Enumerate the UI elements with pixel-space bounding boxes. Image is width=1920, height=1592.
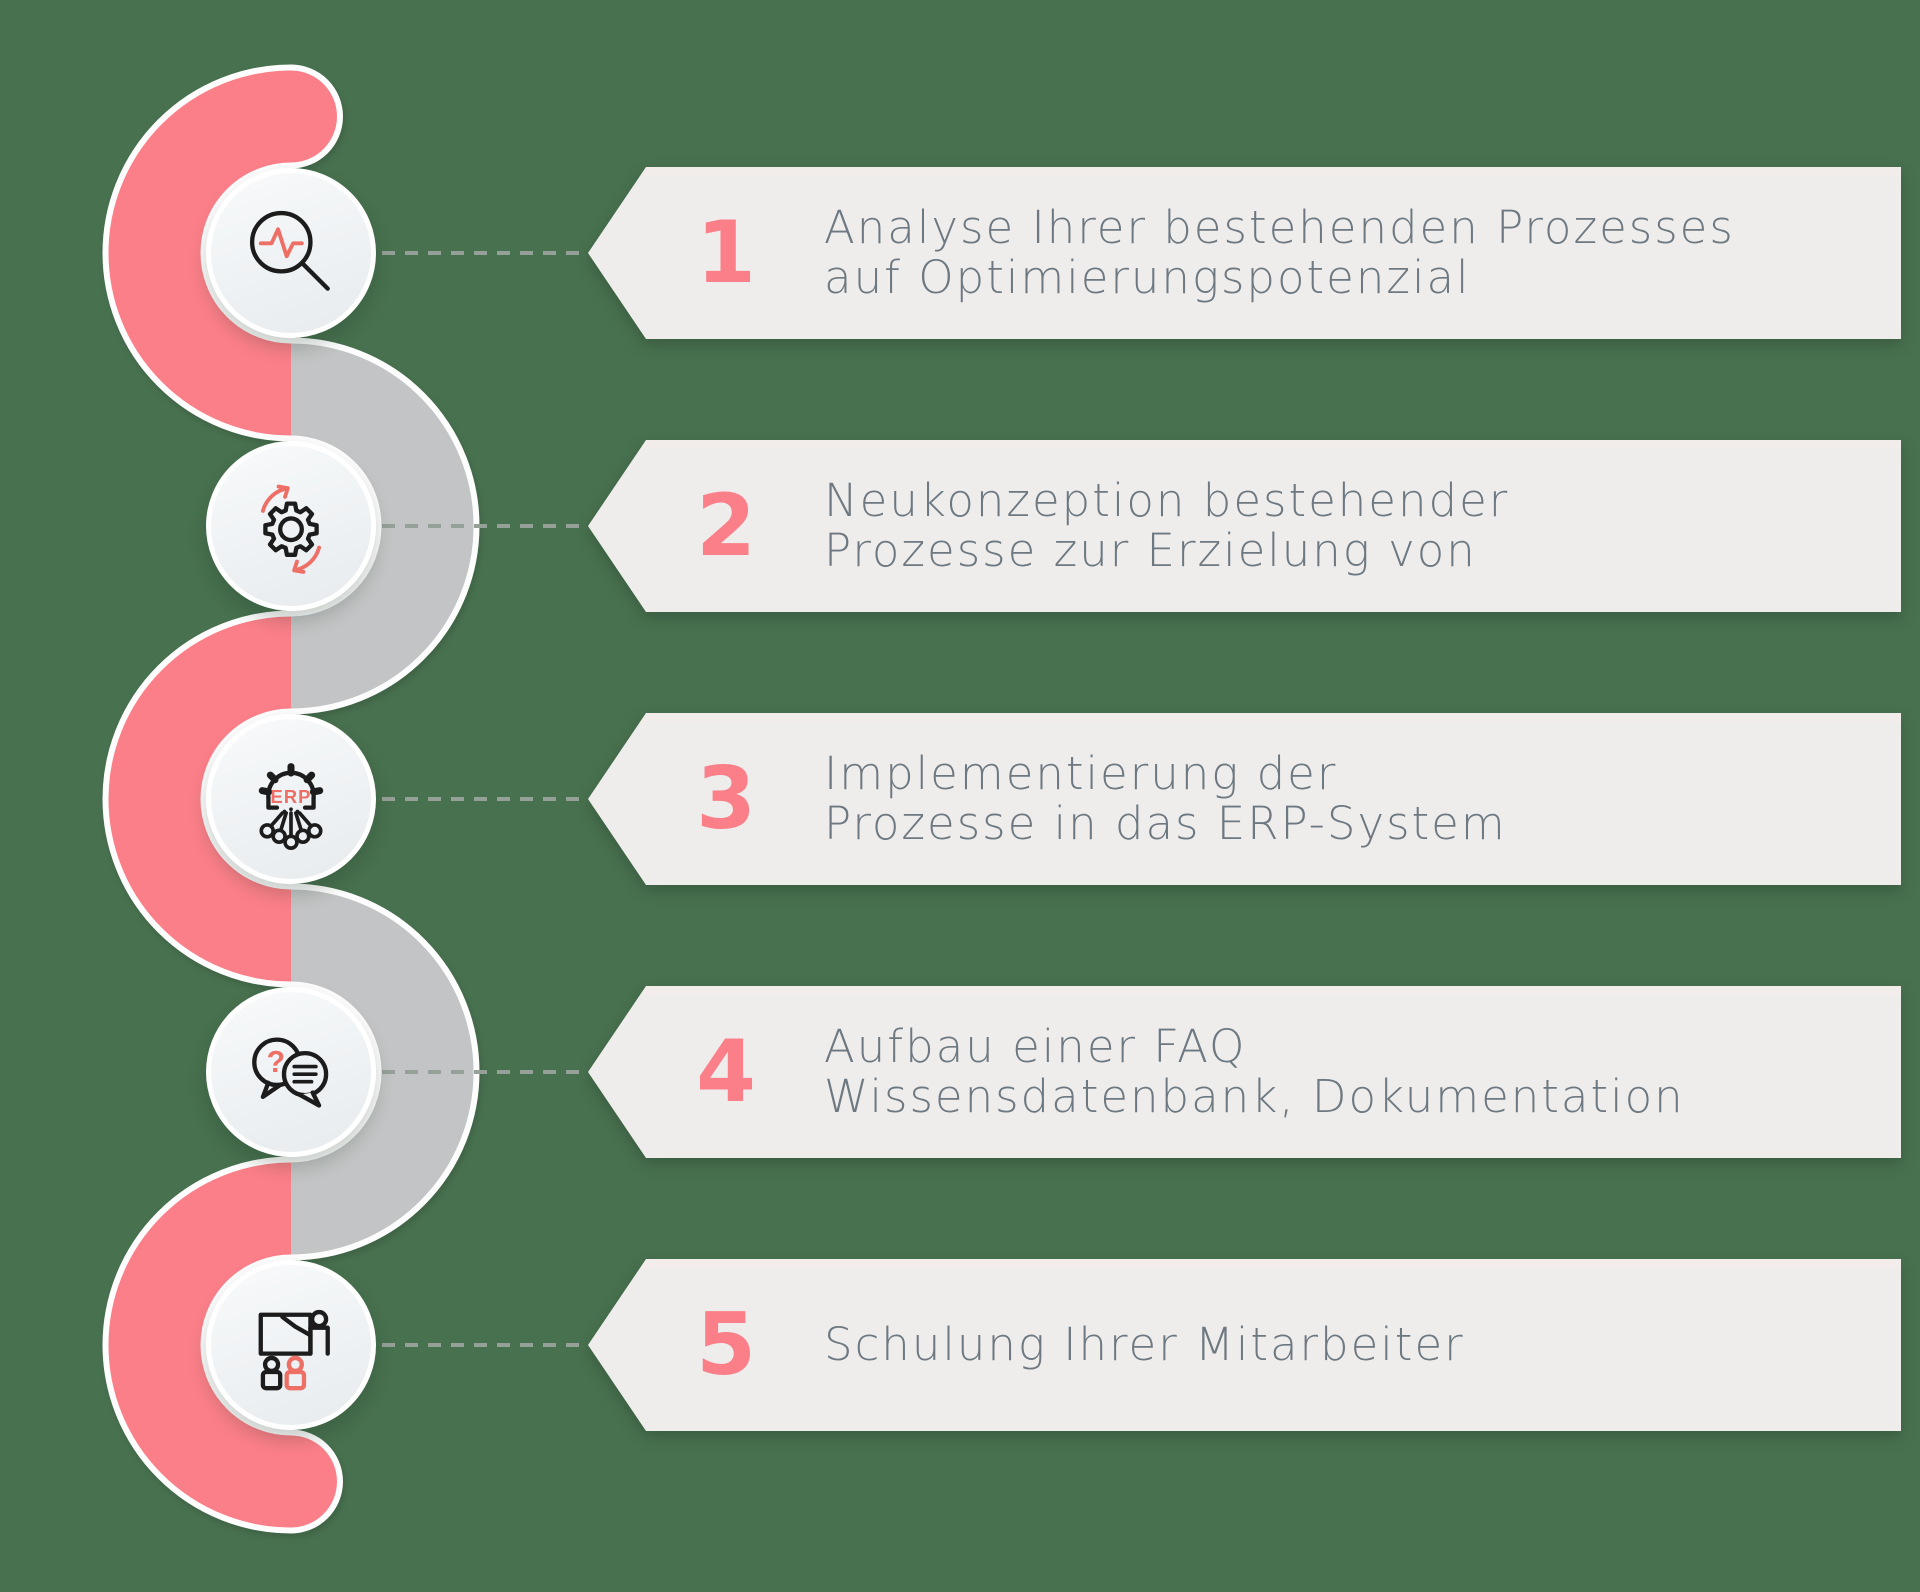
step-3-icon-circle: ERP	[206, 714, 376, 884]
step-4-icon-circle: ?	[206, 987, 376, 1157]
step-3-banner: 3 Implementierung der Prozesse in das ER…	[588, 713, 1901, 885]
connector-dash-4	[382, 1070, 588, 1074]
step-1-icon-circle	[206, 168, 376, 338]
step-2-banner: 2 Neukonzeption bestehender Prozesse zur…	[588, 440, 1901, 612]
step-2-title: Neukonzeption bestehender Prozesse zur E…	[824, 473, 1510, 577]
connector-dash-3	[382, 797, 588, 801]
timeline-segment-1	[108, 70, 293, 436]
connector-dash-1	[382, 251, 588, 255]
step-2-icon-circle	[206, 441, 376, 611]
step-4-number: 4	[696, 1022, 756, 1122]
analysis-magnifier-icon	[249, 210, 330, 291]
training-presentation-icon	[258, 1309, 330, 1391]
timeline-curve	[102, 64, 480, 1534]
step-4-title: Aufbau einer FAQ Wissensdatenbank, Dokum…	[824, 1019, 1685, 1123]
faq-chat-icon: ?	[252, 1037, 329, 1108]
step-4-banner: 4 Aufbau einer FAQ Wissensdatenbank, Dok…	[588, 986, 1901, 1158]
timeline-segment-3	[108, 616, 293, 982]
process-gear-refresh-icon	[260, 484, 322, 574]
erp-icon-label: ERP	[271, 786, 312, 807]
step-5-title: Schulung Ihrer Mitarbeiter	[824, 1317, 1465, 1371]
step-1-banner: 1 Analyse Ihrer bestehenden Prozesses au…	[588, 167, 1901, 339]
step-5-number: 5	[696, 1295, 756, 1395]
step-1-title: Analyse Ihrer bestehenden Prozesses auf …	[824, 200, 1735, 304]
step-3-title: Implementierung der Prozesse in das ERP-…	[824, 746, 1507, 850]
step-3-number: 3	[696, 749, 756, 849]
erp-system-icon: ERP	[258, 763, 324, 850]
step-1-number: 1	[696, 203, 756, 303]
connector-dash-2	[382, 524, 588, 528]
step-5-icon-circle	[206, 1260, 376, 1430]
timeline-segment-5	[108, 1162, 293, 1528]
faq-question-mark: ?	[267, 1046, 285, 1079]
step-2-number: 2	[696, 476, 756, 576]
step-5-banner: 5 Schulung Ihrer Mitarbeiter	[588, 1259, 1901, 1431]
connector-dash-5	[382, 1343, 588, 1347]
